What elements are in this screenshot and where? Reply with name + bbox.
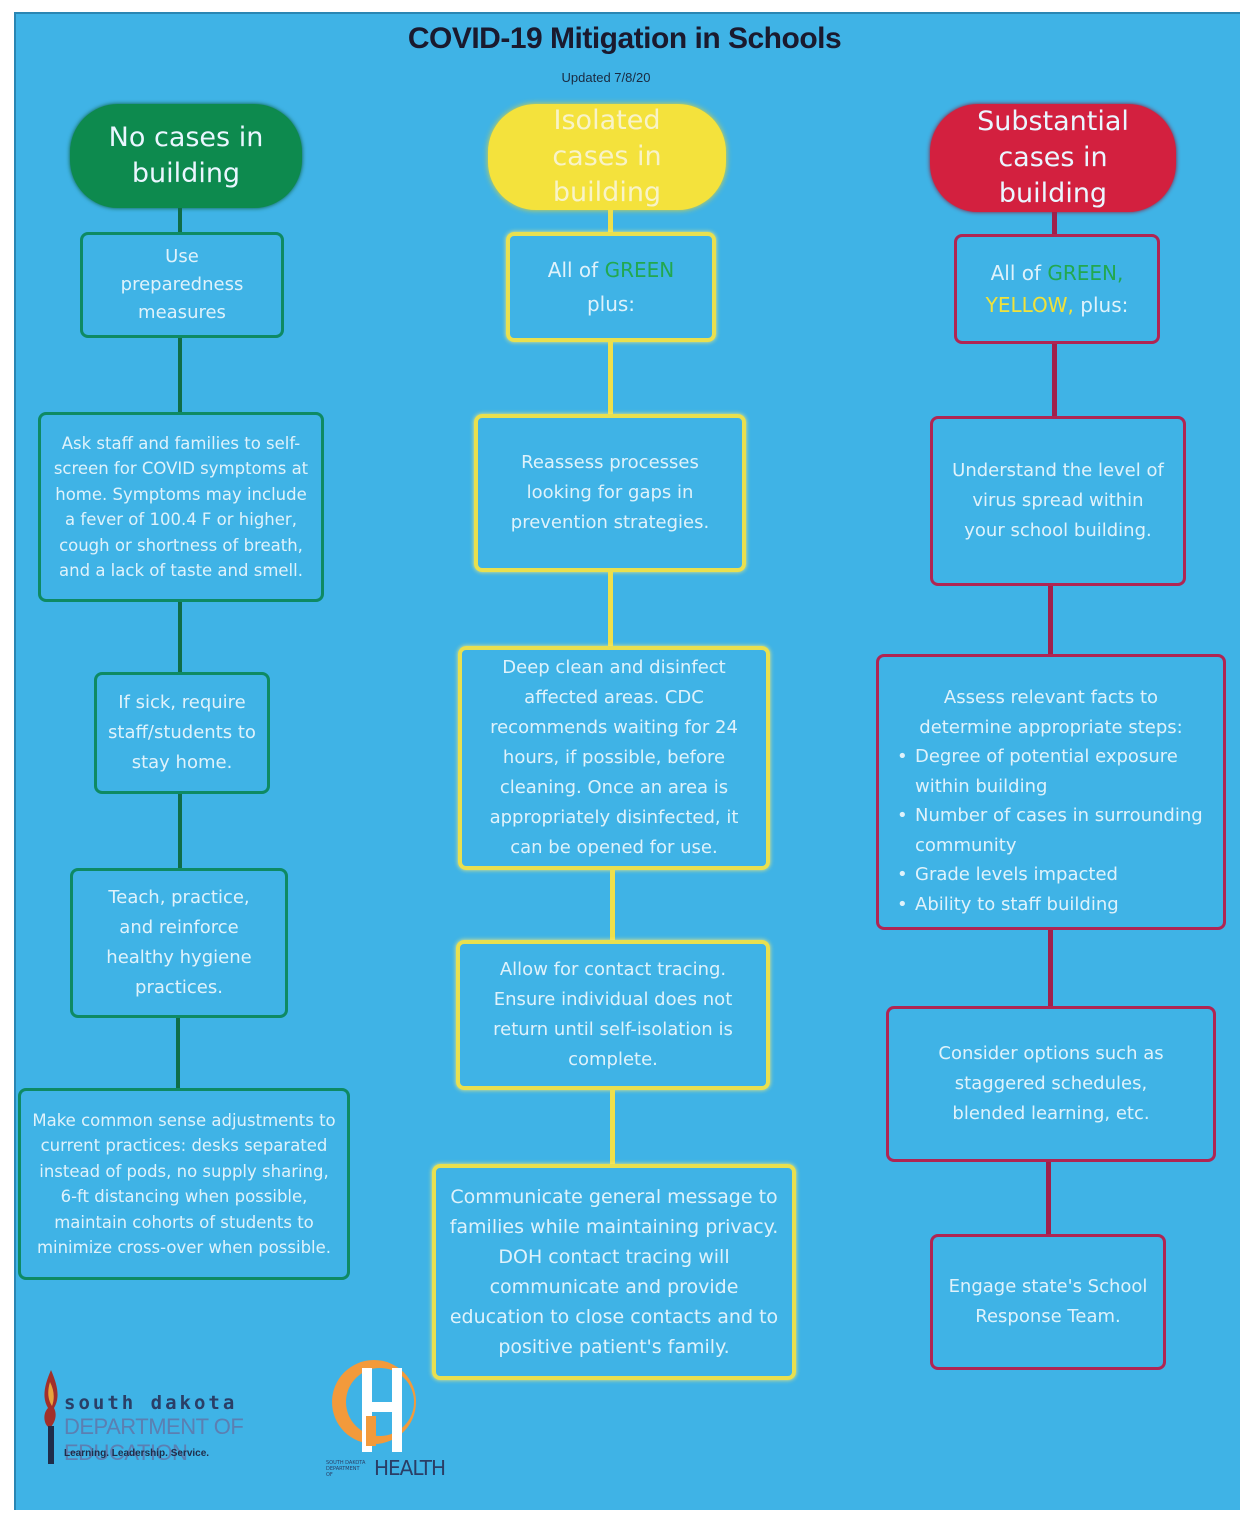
green-connector	[176, 1018, 180, 1088]
green-step-1: Use preparedness measures	[80, 232, 284, 338]
sd-name-text: south dakota	[64, 1392, 238, 1414]
red-step-3-bullet: Grade levels impacted	[893, 860, 1209, 890]
sd-dept-text: DEPARTMENT OF EDUCATION	[64, 1414, 244, 1465]
flame-icon	[44, 1370, 58, 1464]
yellow-connector	[608, 210, 613, 234]
red-step-3-bullet: Degree of potential exposure within buil…	[893, 742, 1209, 801]
yellow-step-3-text: Deep clean and disinfect affected areas.…	[489, 657, 739, 858]
red-step-1-text: All of GREEN, YELLOW, plus:	[986, 257, 1129, 321]
green-connector	[178, 794, 182, 868]
yellow-step-4: Allow for contact tracing. Ensure indivi…	[456, 940, 770, 1090]
green-step-3: If sick, require staff/students to stay …	[94, 672, 270, 794]
yellow-step-3: Deep clean and disinfect affected areas.…	[458, 646, 770, 870]
red-step-1-prefix: All of	[990, 261, 1048, 285]
red-step-3-bullet: Ability to staff building	[893, 890, 1209, 920]
red-step-3-intro: Assess relevant facts to determine appro…	[919, 687, 1183, 738]
red-step-2-text: Understand the level of virus spread wit…	[952, 460, 1164, 541]
green-step-1-text: Use preparedness measures	[120, 246, 244, 323]
red-step-3: Assess relevant facts to determine appro…	[876, 654, 1226, 930]
red-step-4: Consider options such as staggered sched…	[886, 1006, 1216, 1162]
green-step-2-text: Ask staff and families to self-screen fo…	[53, 433, 309, 581]
page-title: COVID-19 Mitigation in Schools	[407, 22, 842, 55]
yellow-step-1: All of GREEN plus:	[506, 232, 716, 342]
green-step-4: Teach, practice, and reinforce healthy h…	[70, 868, 288, 1018]
red-step-1: All of GREEN, YELLOW, plus:	[954, 234, 1160, 344]
yellow-step-2: Reassess processes looking for gaps in p…	[474, 414, 746, 572]
red-connector	[1048, 930, 1053, 1006]
yellow-step-2-text: Reassess processes looking for gaps in p…	[510, 452, 710, 533]
sd-health-logo: SOUTH DAKOTA DEPARTMENT OF HEALTH	[322, 1356, 446, 1492]
green-connector	[178, 338, 182, 412]
green-step-4-text: Teach, practice, and reinforce healthy h…	[106, 887, 252, 998]
red-step-3-bullet: Number of cases in surrounding community	[893, 801, 1209, 860]
yellow-connector	[610, 1090, 615, 1166]
header-no-cases: No cases in building	[70, 104, 302, 208]
red-step-1-green-word: GREEN,	[1047, 261, 1124, 285]
red-step-1-yellow-word: YELLOW,	[985, 293, 1074, 317]
yellow-step-1-green-word: GREEN	[604, 258, 675, 282]
yellow-step-5-text: Communicate general message to families …	[449, 1186, 779, 1358]
red-connector	[1046, 1162, 1051, 1236]
sd-education-logo: south dakota DEPARTMENT OF EDUCATION Lea…	[34, 1366, 324, 1466]
health-logo-small-text: SOUTH DAKOTA DEPARTMENT OF	[326, 1460, 366, 1478]
red-connector	[1052, 344, 1057, 416]
yellow-step-1-text: All of GREEN plus:	[540, 253, 682, 321]
red-step-5: Engage state's School Response Team.	[930, 1234, 1166, 1370]
yellow-step-1-prefix: All of	[547, 258, 605, 282]
health-logo-icon	[332, 1360, 416, 1452]
header-isolated-cases: Isolated cases in building	[488, 104, 726, 210]
green-step-5-text: Make common sense adjustments to current…	[32, 1110, 336, 1258]
red-connector	[1048, 586, 1053, 654]
red-step-2: Understand the level of virus spread wit…	[930, 416, 1186, 586]
yellow-step-4-text: Allow for contact tracing. Ensure indivi…	[493, 959, 733, 1070]
red-step-4-text: Consider options such as staggered sched…	[938, 1043, 1164, 1124]
page-subtitle: Updated 7/8/20	[561, 70, 651, 85]
red-step-1-suffix: plus:	[1073, 293, 1129, 317]
yellow-connector	[610, 870, 615, 942]
yellow-step-5: Communicate general message to families …	[432, 1164, 796, 1380]
green-step-5: Make common sense adjustments to current…	[18, 1088, 350, 1280]
yellow-step-1-suffix: plus:	[586, 292, 636, 316]
green-step-3-text: If sick, require staff/students to stay …	[108, 692, 256, 773]
sd-tagline-text: Learning. Leadership. Service.	[64, 1448, 210, 1459]
green-connector	[178, 602, 182, 672]
green-step-2: Ask staff and families to self-screen fo…	[38, 412, 324, 602]
red-step-3-bullets: Degree of potential exposure within buil…	[893, 742, 1209, 919]
yellow-connector	[608, 342, 613, 414]
header-no-cases-label: No cases in building	[108, 122, 264, 189]
header-substantial-cases-label: Substantial cases in building	[977, 106, 1129, 209]
green-connector	[178, 208, 182, 232]
red-step-5-text: Engage state's School Response Team.	[948, 1276, 1148, 1327]
header-substantial-cases: Substantial cases in building	[930, 104, 1176, 212]
red-connector	[1052, 212, 1057, 234]
health-logo-word: HEALTH	[374, 1456, 446, 1480]
header-isolated-cases-label: Isolated cases in building	[552, 105, 662, 208]
yellow-connector	[608, 572, 613, 648]
